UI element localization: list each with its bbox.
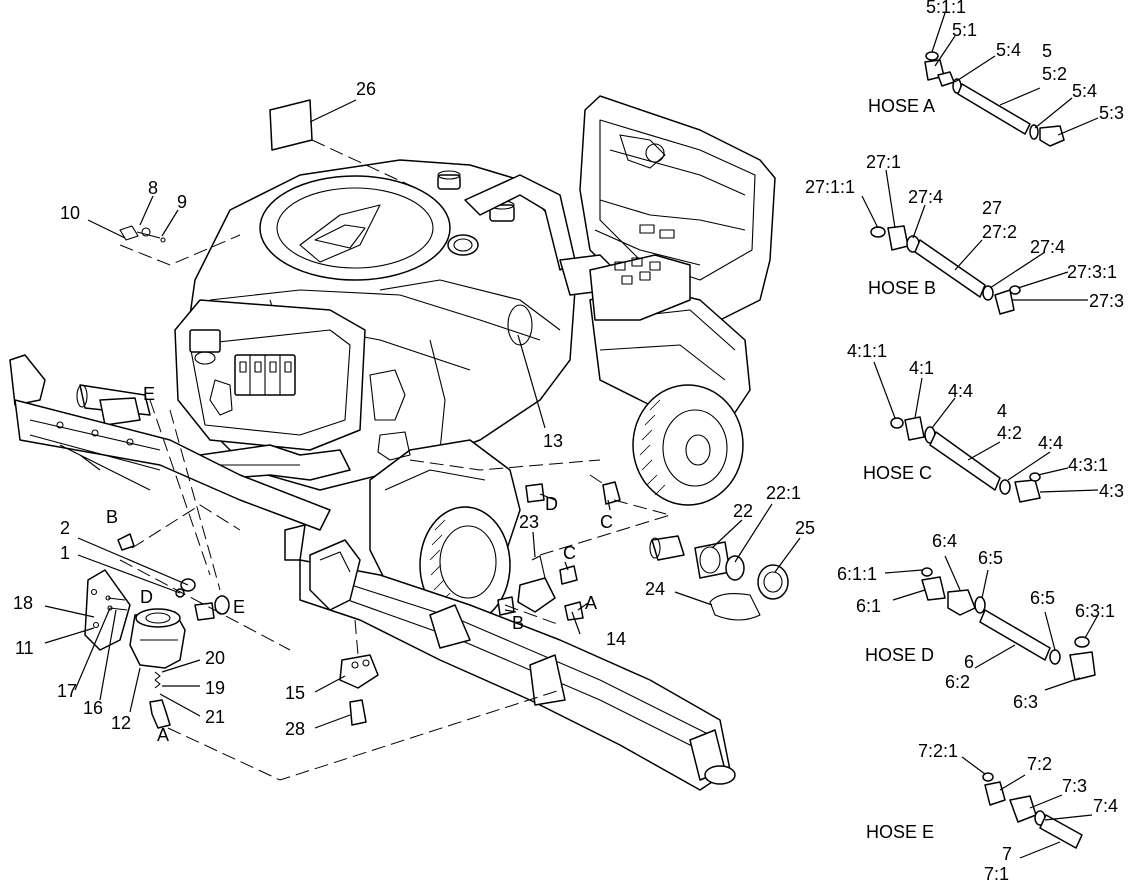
callout-8: 8 [148,178,158,198]
callout-15: 15 [285,683,305,703]
routing-dashed-lines [119,139,672,781]
callout-6-4: 6:4 [932,531,957,551]
callout-4-3: 4:3 [1099,481,1124,501]
callout-7-4: 7:4 [1093,796,1118,816]
callout-7-1: 7:1 [984,864,1009,884]
hose-d-title: HOSE D [865,645,934,665]
hose-a-title: HOSE A [868,96,935,116]
callout-10: 10 [60,203,80,223]
callout-6-1-1: 6:1:1 [837,564,877,584]
hose-a-illustration [924,51,1065,147]
hose-b-illustration [870,225,1021,315]
pump-assembly-illustration [84,225,230,729]
sprayer-vehicle-illustration [9,95,776,791]
callout-7-2-1: 7:2:1 [918,741,958,761]
callout-7-2: 7:2 [1027,754,1052,774]
callout-14: 14 [606,629,626,649]
callout-5-3: 5:3 [1099,103,1124,123]
letter-b-valve: B [512,613,524,633]
callout-27-2: 27:2 [982,222,1017,242]
callout-6-2: 6:2 [945,672,970,692]
hose-c-illustration [890,416,1041,503]
callout-25: 25 [795,518,815,538]
callout-7: 7 [1002,844,1012,864]
hose-e-illustration [982,772,1083,849]
callout-5-2: 5:2 [1042,64,1067,84]
hose-c-title: HOSE C [863,463,932,483]
callout-9: 9 [177,192,187,212]
callout-22-1: 22:1 [766,483,801,503]
callout-5-1-1: 5:1:1 [926,0,966,17]
callout-4-3-1: 4:3:1 [1068,455,1108,475]
callout-4-1-1: 4:1:1 [847,341,887,361]
callout-6-5-lower: 6:5 [1030,588,1055,608]
callout-5-1: 5:1 [952,20,977,40]
callout-27-3-1: 27:3:1 [1067,262,1117,282]
callout-5: 5 [1042,41,1052,61]
letter-c-valve: C [563,543,576,563]
leader-lines [44,12,1099,859]
callout-5-4-lower: 5:4 [1072,81,1097,101]
callout-4-2: 4:2 [997,423,1022,443]
callout-20: 20 [205,648,225,668]
callout-13: 13 [543,431,563,451]
callout-17: 17 [57,681,77,701]
callout-21: 21 [205,707,225,727]
callout-16: 16 [83,698,103,718]
callout-23: 23 [519,512,539,532]
callout-4-1: 4:1 [909,358,934,378]
hose-b-title: HOSE B [868,278,936,298]
hose-e-title: HOSE E [866,822,934,842]
hose-d-illustration [921,567,1096,681]
callout-12: 12 [111,713,131,733]
callout-27-3: 27:3 [1089,291,1124,311]
callout-4-4-lower: 4:4 [1038,433,1063,453]
letter-a-valve: A [585,593,597,613]
letter-e-upper: E [143,384,155,404]
letter-a-lower: A [157,725,169,745]
callout-27-1-1: 27:1:1 [805,177,855,197]
callout-27: 27 [982,198,1002,218]
callout-18: 18 [13,593,33,613]
letter-d-left: D [140,587,153,607]
callout-22: 22 [733,501,753,521]
callout-24: 24 [645,579,665,599]
callout-27-1: 27:1 [866,152,901,172]
callout-6-5-upper: 6:5 [978,548,1003,568]
callout-4-4-upper: 4:4 [948,381,973,401]
callout-6-1: 6:1 [856,596,881,616]
letter-c-upper: C [600,512,613,532]
callout-2: 2 [60,518,70,538]
letter-d-upper: D [545,494,558,514]
callout-5-4-upper: 5:4 [996,40,1021,60]
callout-7-3: 7:3 [1062,776,1087,796]
callout-4: 4 [997,401,1007,421]
callout-11: 11 [15,638,34,658]
letter-b-left: B [106,507,118,527]
callout-27-4-lower: 27:4 [1030,237,1065,257]
callout-26: 26 [356,79,376,99]
callout-6-3: 6:3 [1013,692,1038,712]
callout-1: 1 [60,543,70,563]
callout-6-3-1: 6:3:1 [1075,601,1115,621]
callout-19: 19 [205,678,225,698]
letter-e-lower: E [233,597,245,617]
valve-fittings-illustration [269,99,789,726]
callout-6: 6 [964,652,974,672]
callout-27-4-upper: 27:4 [908,187,943,207]
callout-28: 28 [285,719,305,739]
